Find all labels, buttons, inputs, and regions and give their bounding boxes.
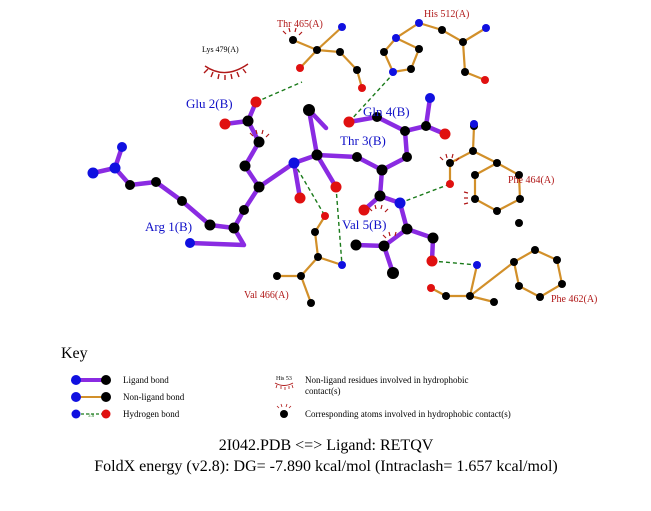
ligand-bonds [90,95,448,276]
atoms-nitrogen [87,19,490,269]
atoms-carbon [125,26,566,307]
label-gln4: Gln 4(B) [363,104,410,119]
label-his512: His 512(A) [424,9,469,20]
label-val466: Val 466(A) [244,290,289,301]
hydrophobic-spokes [249,27,469,239]
label-phe464: Phe 464(A) [508,175,554,186]
label-arg1: Arg 1(B) [145,219,192,234]
key-nonligand-residues-1: Non-ligand residues involved in hydropho… [305,375,468,385]
key-title: Key [61,345,88,362]
label-phe462: Phe 462(A) [551,294,597,305]
key-ligand-bond: Ligand bond [123,375,169,385]
hydrogen-bonds [255,73,478,266]
label-thr465: Thr 465(A) [277,19,323,30]
label-lys479: Lys 479(A) [202,45,239,54]
atoms-oxygen [219,64,489,292]
lys479-hydrophobic-arc [203,63,249,80]
key-his-example: His 53 [276,376,292,382]
label-val5: Val 5(B) [342,217,386,232]
key-nonligand-residues-2: contact(s) [305,386,340,396]
footer-energy: FoldX energy (v2.8): DG= -7.890 kcal/mol… [94,458,557,475]
key-nonligand-bond: Non-ligand bond [123,392,185,402]
label-glu2: Glu 2(B) [186,96,233,111]
key-panel: Key Ligand bond Non-ligand bond 3.0 Hydr… [61,345,511,419]
label-thr3: Thr 3(B) [340,133,386,148]
footer-title: 2I042.PDB <=> Ligand: RETQV [219,437,434,454]
key-hydrogen-bond: Hydrogen bond [123,409,180,419]
key-hbond-dist: 3.0 [88,414,95,419]
key-corresponding-atoms: Corresponding atoms involved in hydropho… [305,409,511,419]
